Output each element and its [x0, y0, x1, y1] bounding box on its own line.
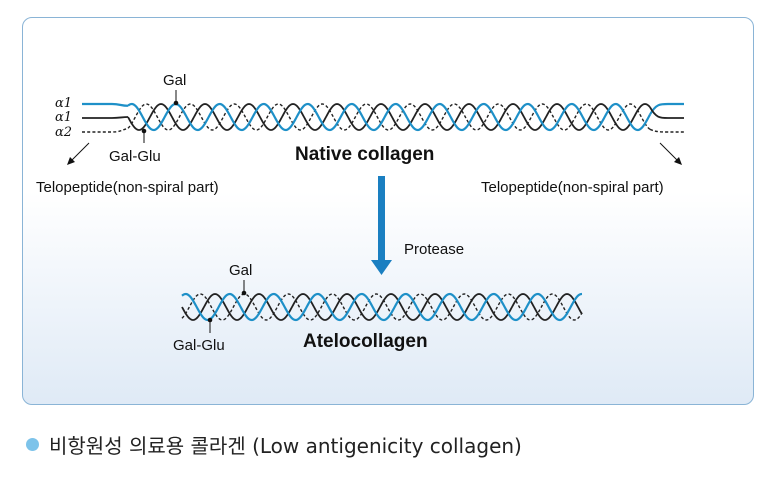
protease-arrow-shaft — [378, 176, 385, 262]
native-telopeptide-right-dashed — [649, 128, 684, 133]
protease-arrow-head — [371, 260, 392, 275]
native-telopeptide-right-black — [649, 106, 684, 119]
telopeptide-left-arrowhead — [67, 157, 75, 165]
telopeptide-right-arrow — [659, 142, 679, 162]
bullet-icon — [26, 437, 39, 451]
native-collagen-title: Native collagen — [295, 144, 434, 165]
native-telopeptide-left-dashed — [82, 127, 129, 133]
atelo-gal-marker — [241, 290, 247, 296]
atelocollagen-helix — [181, 292, 583, 322]
native-telopeptide-right-blue — [649, 102, 684, 116]
atelo-strand-black — [181, 293, 583, 321]
strand-label-alpha1-a: α1 — [55, 96, 72, 111]
diagram-panel — [22, 17, 754, 405]
native-gal-label: Gal — [163, 72, 186, 89]
protease-label: Protease — [404, 241, 464, 258]
atelo-strand-dashed — [181, 293, 583, 321]
strand-label-alpha1-b: α1 — [55, 110, 72, 125]
native-gal-marker — [173, 100, 179, 106]
atelocollagen-title: Atelocollagen — [303, 331, 428, 352]
native-collagen-helix — [82, 102, 684, 133]
native-telopeptide-left-blue — [82, 102, 129, 107]
strand-label-alpha2: α2 — [55, 125, 72, 140]
native-strand-blue — [127, 102, 651, 132]
native-telopeptide-left-black — [82, 116, 129, 119]
telopeptide-left-label: Telopeptide(non-spiral part) — [36, 179, 219, 196]
atelo-strand-blue — [181, 292, 583, 322]
telopeptide-right-arrowhead — [674, 157, 682, 165]
native-galglu-label: Gal-Glu — [109, 148, 161, 165]
caption-text: 비항원성 의료용 콜라겐 (Low antigenicity collagen) — [49, 433, 522, 458]
caption: 비항원성 의료용 콜라겐 (Low antigenicity collagen) — [26, 430, 522, 458]
atelo-galglu-label: Gal-Glu — [173, 337, 225, 354]
telopeptide-right-label: Telopeptide(non-spiral part) — [481, 179, 664, 196]
native-strand-black — [127, 103, 651, 131]
atelo-gal-label: Gal — [229, 262, 252, 279]
telopeptide-left-arrow — [70, 142, 90, 162]
